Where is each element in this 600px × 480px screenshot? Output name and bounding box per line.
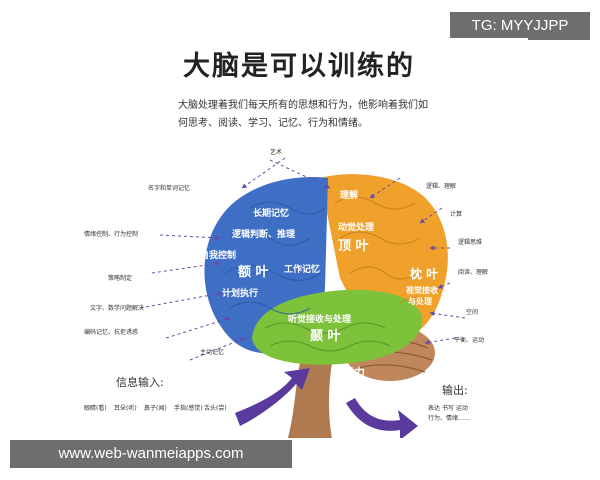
function-long-term-memory: 长期记忆 bbox=[253, 207, 289, 219]
outer-label-right-2: 计算 bbox=[450, 210, 462, 218]
outer-label-right-5: 空间 bbox=[466, 308, 478, 316]
outer-label-right-3: 逻辑思维 bbox=[458, 238, 482, 246]
outer-label-left-4: 文字、数学问题解决 bbox=[90, 304, 144, 312]
function-understanding: 理解 bbox=[340, 189, 358, 201]
output-arrow bbox=[346, 398, 418, 438]
outer-label-left-3: 策略制定 bbox=[108, 274, 132, 282]
watermark-top: TG: MYYJJPP bbox=[450, 12, 590, 40]
input-item-4: 手指(感觉) bbox=[174, 404, 203, 412]
brain-card: 大脑是可以训练的 大脑处理着我们每天所有的思想和行为，他影响着我们如 何思考、阅… bbox=[70, 38, 528, 438]
output-line-1: 表达 书写 运动 bbox=[428, 404, 468, 412]
outer-label-left-1: 名字和单词记忆 bbox=[148, 184, 190, 192]
region-name-occipital: 枕 叶 bbox=[410, 266, 438, 281]
outer-label-left-5: 编码记忆、抗拒诱惑 bbox=[84, 328, 138, 336]
intro-line-1: 大脑处理着我们每天所有的思想和行为，他影响着我们如 bbox=[178, 100, 428, 111]
input-item-5: 舌头(尝) bbox=[204, 404, 227, 412]
function-visual-process: 与处理 bbox=[408, 296, 432, 306]
function-self-control: 自我控制 bbox=[200, 249, 236, 261]
outer-label-left-6: 主动记忆 bbox=[200, 348, 224, 356]
outer-label-right-6: 平衡、运动 bbox=[454, 336, 484, 344]
outer-label-top: 艺术 bbox=[270, 148, 282, 156]
input-item-2: 耳朵(听) bbox=[114, 404, 137, 412]
temporal-shape bbox=[252, 289, 422, 365]
function-logic-reasoning: 逻辑判断、推理 bbox=[231, 228, 295, 240]
function-auditory: 听觉接收与处理 bbox=[288, 313, 351, 325]
region-name-temporal: 颞 叶 bbox=[309, 329, 341, 344]
outer-label-right-4: 阅读、理解 bbox=[458, 268, 488, 276]
function-working-memory: 工作记忆 bbox=[284, 263, 320, 275]
output-line-2: 行为、情绪…… bbox=[428, 414, 470, 422]
outer-label-right-1: 逻辑、理解 bbox=[426, 182, 456, 190]
outer-label-left-2: 情绪控制、行为控制 bbox=[84, 230, 138, 238]
input-item-3: 鼻子(闻) bbox=[144, 404, 167, 412]
input-item-1: 眼睛(看) bbox=[84, 404, 107, 412]
function-plan-execution: 计划执行 bbox=[222, 287, 258, 299]
connector-lines bbox=[139, 157, 466, 361]
region-name-frontal: 额 叶 bbox=[238, 264, 269, 280]
diagram-title: 大脑是可以训练的 bbox=[183, 51, 415, 82]
input-label: 信息输入: bbox=[116, 375, 164, 389]
region-name-attention: 注意力 bbox=[332, 365, 365, 379]
function-visual-receive: 视觉接收 bbox=[406, 285, 438, 295]
output-label: 输出: bbox=[442, 383, 468, 397]
input-arrow bbox=[235, 368, 310, 426]
brain-diagram: 额 叶 顶 叶 枕 叶 颞 叶 注意力 长期记忆 逻辑判断、推理 自我控制 工作… bbox=[84, 148, 488, 438]
intro-line-2: 何思考、阅读、学习、记忆、行为和情绪。 bbox=[178, 118, 368, 129]
function-kinesthetic: 动觉处理 bbox=[338, 221, 374, 233]
region-name-parietal: 顶 叶 bbox=[338, 239, 369, 254]
watermark-bottom: www.web-wanmeiapps.com bbox=[10, 440, 292, 468]
